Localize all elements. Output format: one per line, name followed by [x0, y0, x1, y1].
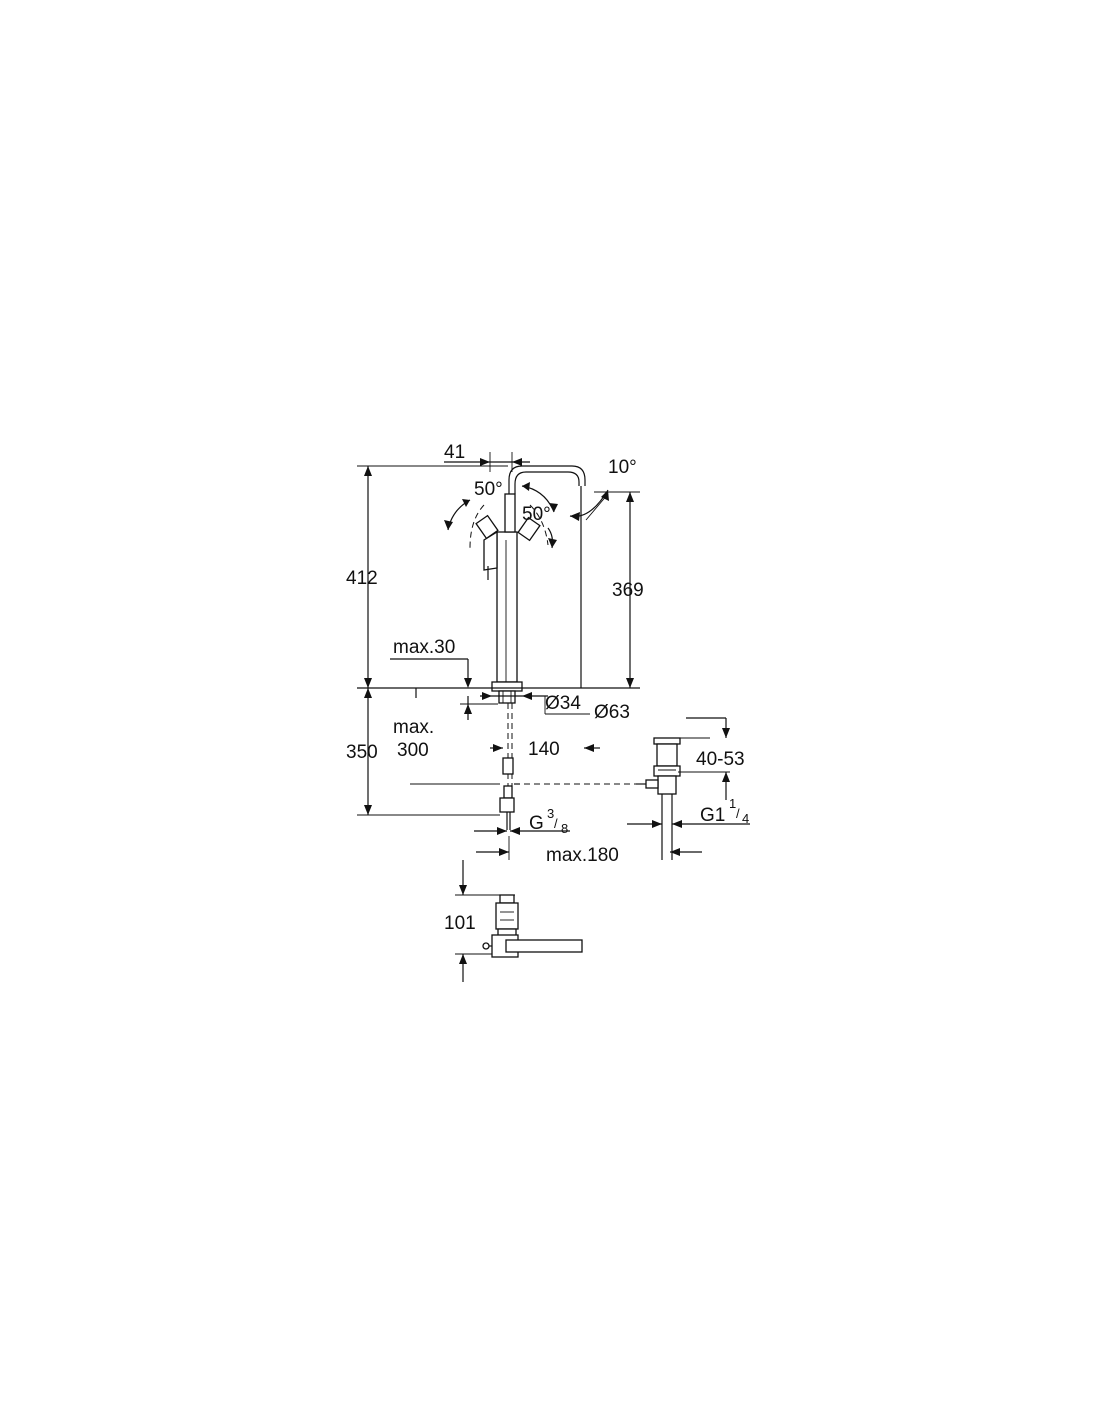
thread-waste-num: 1 [729, 796, 736, 811]
dim-max-30-label: max.30 [393, 637, 455, 658]
dim-101-label: 101 [444, 913, 476, 934]
dim-369-label: 369 [612, 580, 644, 601]
dim-max-180: max.180 [476, 836, 702, 866]
thread-waste-slash: / [736, 806, 740, 821]
waste-assembly [514, 737, 681, 860]
dim-41-label: 41 [444, 442, 465, 463]
dim-412-label: 412 [346, 568, 378, 589]
dim-max-30: max.30 [390, 637, 498, 720]
thread-waste: G1 1 / 4 [627, 796, 750, 828]
dim-350-label: 350 [346, 742, 378, 763]
thread-hose-num: 3 [547, 806, 554, 821]
max-300-label: 300 [397, 740, 429, 761]
thread-hose: G 3 / 8 [474, 806, 570, 836]
dim-40-53: 40-53 [654, 717, 745, 800]
dim-41: 41 [444, 442, 530, 472]
dim-140: 140 [528, 739, 600, 760]
angle-50-left-label: 50° [474, 479, 503, 500]
max-label: max. [393, 717, 434, 738]
dim-369: 369 [594, 491, 644, 688]
dim-101: 101 [444, 860, 476, 982]
thread-hose-slash: / [554, 816, 558, 831]
dim-140-label: 140 [528, 739, 560, 760]
thread-waste-label: G1 [700, 805, 725, 826]
dim-diameters: Ø34 Ø63 [480, 692, 630, 723]
dim-350: 350 [346, 688, 500, 816]
lever-swing-arcs [444, 482, 558, 549]
dim-max-180-label: max.180 [546, 845, 619, 866]
dim-max-300: max. 300 [393, 688, 503, 785]
thread-hose-den: 8 [561, 821, 568, 836]
angle-50-right-label: 50° [522, 504, 551, 525]
thread-waste-den: 4 [742, 811, 749, 826]
thread-hose-label: G [529, 813, 544, 834]
dia-34-label: Ø34 [545, 693, 581, 714]
angle-10-label: 10° [608, 457, 637, 478]
faucet-body [483, 465, 586, 830]
dim-40-53-label: 40-53 [696, 749, 745, 770]
dim-412: 412 [346, 465, 508, 688]
spout-angle-marker [569, 489, 609, 521]
faucet-top-view [455, 894, 583, 958]
dia-63-label: Ø63 [594, 702, 630, 723]
